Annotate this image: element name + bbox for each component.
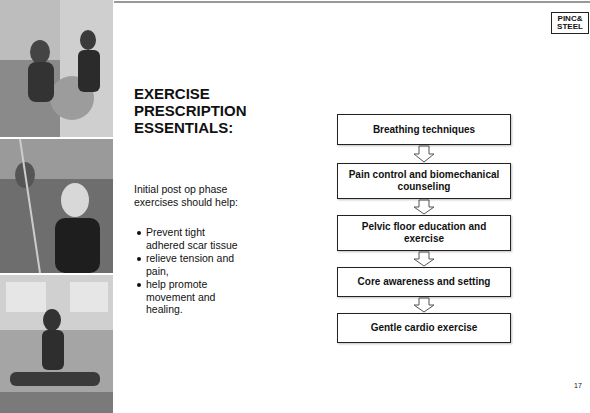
block-arrow [414,252,434,266]
logo-text: PINC& STEEL [551,12,589,34]
box-text: Gentle cardio exercise [365,318,484,338]
block-arrow [414,200,434,214]
slide-title: EXERCISE PRESCRIPTION ESSENTIALS: [134,86,284,136]
top-rule [114,1,590,2]
box-text: Pain control and biomechanical counselin… [338,165,510,197]
photo-3 [0,275,113,413]
process-box: Pelvic floor education and exercise [337,215,511,251]
page-number: 17 [574,382,588,390]
box-text: Breathing techniques [367,120,481,140]
intro-text: Initial post op phase exercises should h… [134,183,244,208]
photo-2 [0,139,113,273]
bullet-dot [137,283,141,287]
bullet-dot [137,257,141,261]
block-arrow [414,298,434,312]
box-text: Pelvic floor education and exercise [338,217,510,249]
process-box: Breathing techniques [337,114,511,145]
process-box: Pain control and biomechanical counselin… [337,163,511,199]
bullet-text: help promote movement and healing. [146,278,246,316]
process-box: Gentle cardio exercise [337,313,511,343]
box-text: Core awareness and setting [352,272,497,292]
block-arrow [414,146,434,162]
bullet-dot [137,231,141,235]
bullet-text: Prevent tight adhered scar tissue [146,226,242,251]
bullet-text: relieve tension and pain, [146,252,242,277]
process-box: Core awareness and setting [337,267,511,297]
photo-1 [0,0,113,137]
